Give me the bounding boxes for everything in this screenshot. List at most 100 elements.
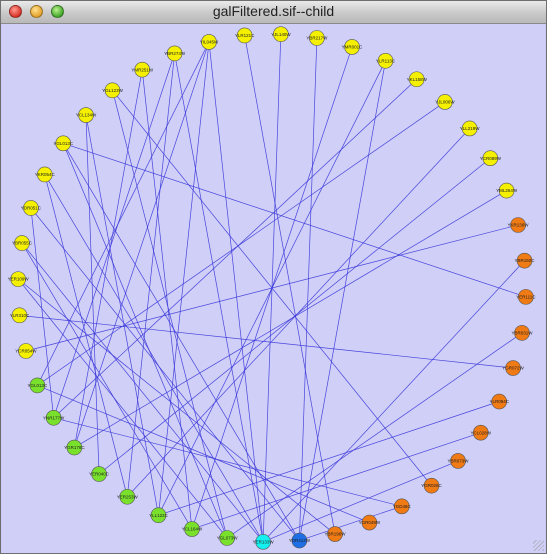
network-node[interactable]: YLR084C — [489, 393, 510, 410]
network-node[interactable]: YCR054W — [15, 343, 37, 359]
node-circle[interactable] — [273, 26, 289, 42]
node-circle[interactable] — [66, 439, 83, 456]
node-circle[interactable] — [498, 182, 515, 199]
node-circle[interactable] — [461, 120, 478, 137]
node-circle[interactable] — [29, 377, 46, 394]
network-edge[interactable] — [141, 69, 193, 530]
minimize-window-button[interactable] — [30, 5, 43, 18]
network-edge[interactable] — [85, 115, 100, 475]
network-node[interactable]: YLR113C — [376, 52, 396, 69]
network-node[interactable]: YMR251W — [131, 61, 154, 78]
node-circle[interactable] — [423, 477, 440, 494]
network-edge[interactable] — [127, 128, 470, 497]
network-edge[interactable] — [21, 242, 193, 530]
network-node[interactable]: YBR150C — [515, 252, 536, 269]
network-edge[interactable] — [30, 207, 55, 418]
node-circle[interactable] — [78, 107, 94, 123]
network-edge[interactable] — [37, 385, 370, 523]
network-edge[interactable] — [299, 37, 318, 541]
network-edge[interactable] — [299, 506, 402, 541]
network-node[interactable]: YBR196W — [325, 526, 347, 542]
network-node[interactable]: YLL219W — [460, 120, 481, 137]
network-node[interactable]: YCL164W — [182, 521, 203, 537]
node-circle[interactable] — [327, 526, 343, 542]
node-circle[interactable] — [119, 488, 136, 505]
node-circle[interactable] — [45, 409, 62, 426]
network-edge[interactable] — [62, 143, 228, 539]
network-node[interactable]: YMR001C — [342, 39, 364, 55]
node-circle[interactable] — [514, 325, 530, 341]
network-edge[interactable] — [244, 35, 336, 535]
node-circle[interactable] — [11, 307, 28, 324]
network-edge[interactable] — [17, 278, 336, 535]
node-circle[interactable] — [377, 52, 394, 69]
network-edge[interactable] — [74, 190, 507, 448]
network-node[interactable]: YBR055C — [12, 235, 33, 251]
node-circle[interactable] — [510, 217, 526, 233]
network-edge[interactable] — [191, 46, 353, 530]
node-circle[interactable] — [14, 235, 30, 251]
network-edge[interactable] — [126, 53, 175, 497]
node-circle[interactable] — [255, 534, 271, 550]
network-node[interactable]: YGL013C — [28, 377, 49, 394]
network-edge[interactable] — [74, 69, 143, 448]
node-circle[interactable] — [219, 530, 235, 546]
network-node[interactable]: YBR031W — [511, 325, 533, 341]
node-circle[interactable] — [491, 393, 508, 410]
network-node[interactable]: YML264W — [496, 182, 518, 199]
network-node[interactable]: YER040C — [89, 466, 110, 482]
network-node[interactable]: YLL122C — [149, 507, 169, 524]
network-edge[interactable] — [21, 242, 264, 543]
network-node[interactable]: YCR089W — [480, 150, 502, 167]
node-circle[interactable] — [134, 61, 151, 78]
network-edge[interactable] — [37, 41, 210, 386]
network-edge[interactable] — [19, 315, 514, 369]
network-node[interactable]: YKR054C — [35, 166, 56, 183]
node-circle[interactable] — [309, 30, 325, 46]
network-edge[interactable] — [226, 332, 523, 539]
node-circle[interactable] — [516, 252, 533, 269]
node-circle[interactable] — [437, 94, 453, 110]
network-node[interactable]: YBR073W — [448, 453, 470, 469]
network-edge[interactable] — [191, 432, 481, 530]
network-edge[interactable] — [208, 41, 264, 542]
node-circle[interactable] — [166, 45, 183, 62]
network-edge[interactable] — [299, 60, 386, 541]
node-circle[interactable] — [361, 514, 378, 531]
node-circle[interactable] — [91, 466, 107, 482]
node-circle[interactable] — [291, 532, 308, 549]
node-circle[interactable] — [482, 150, 499, 167]
node-circle[interactable] — [201, 34, 217, 50]
node-circle[interactable] — [393, 498, 410, 515]
network-edge[interactable] — [263, 460, 459, 543]
node-circle[interactable] — [518, 289, 534, 305]
network-node[interactable]: YGL013C — [53, 135, 74, 152]
network-edge[interactable] — [17, 278, 228, 539]
close-window-button[interactable] — [9, 5, 22, 18]
node-circle[interactable] — [10, 271, 26, 287]
network-node[interactable]: YCL134W — [76, 107, 97, 123]
network-node[interactable]: YLR310C — [10, 307, 30, 324]
node-circle[interactable] — [36, 166, 53, 183]
network-edge[interactable] — [158, 41, 210, 516]
title-bar[interactable]: galFiltered.sif--child — [1, 1, 546, 24]
network-node[interactable]: YKR136W — [508, 217, 530, 233]
network-node[interactable]: YNR177W — [43, 409, 65, 426]
node-circle[interactable] — [505, 360, 521, 376]
network-node[interactable]: YER109W — [8, 271, 30, 287]
node-circle[interactable] — [472, 424, 489, 441]
network-node[interactable]: YIL045W — [200, 34, 219, 50]
network-edge[interactable] — [262, 260, 525, 543]
network-edge[interactable] — [62, 143, 300, 541]
network-node[interactable]: YGR072W — [502, 360, 525, 376]
network-edge[interactable] — [74, 41, 210, 448]
resize-grip[interactable] — [533, 540, 544, 551]
network-node[interactable]: YGR178C — [64, 439, 85, 456]
node-circle[interactable] — [150, 507, 167, 524]
node-circle[interactable] — [104, 82, 121, 99]
network-edge[interactable] — [85, 115, 159, 516]
network-node[interactable]: YDR051C — [21, 200, 42, 216]
network-node[interactable]: YGL073W — [217, 530, 239, 546]
network-node[interactable]: YBR274W — [164, 45, 186, 62]
